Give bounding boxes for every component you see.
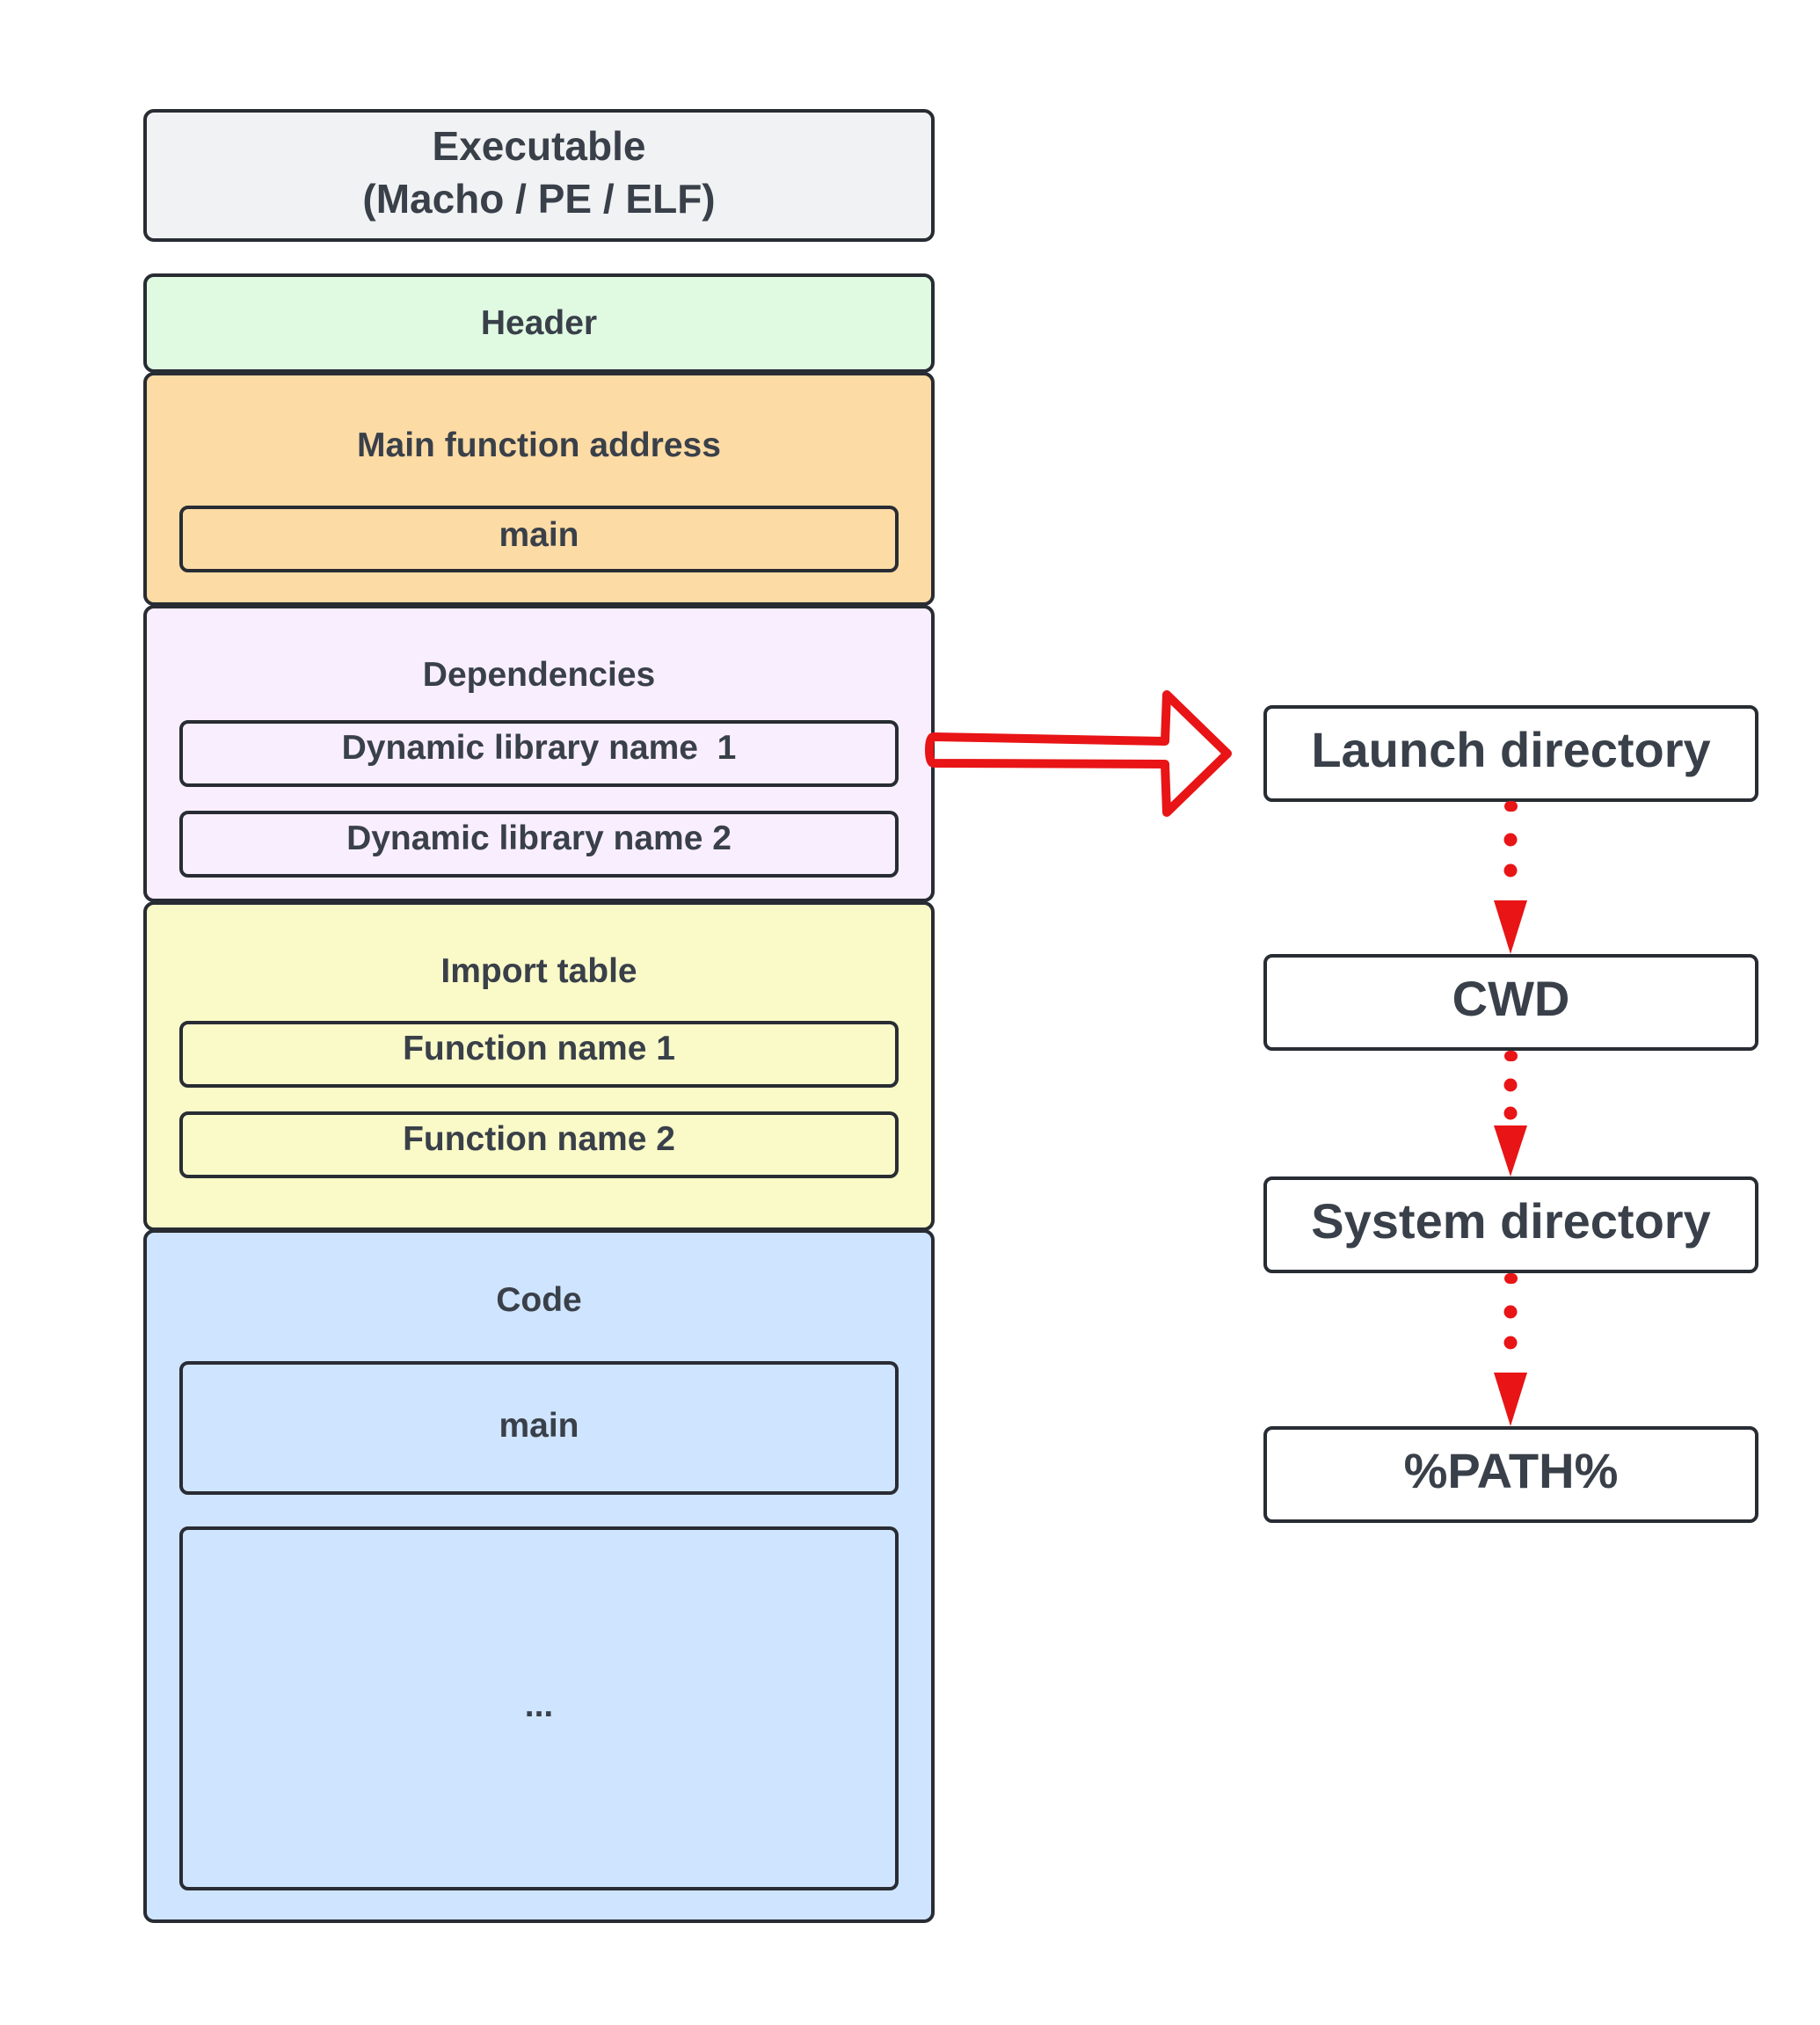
search-step-label: CWD <box>1452 971 1570 1026</box>
imported-function-label: Function name 2 <box>403 1120 675 1158</box>
executable-title: Executable <box>432 123 646 169</box>
search-step-path: %PATH% <box>1263 1426 1758 1523</box>
code-title: Code <box>496 1281 582 1319</box>
code-main-block: main <box>179 1361 899 1495</box>
dynamic-library-label: Dynamic library name 2 <box>346 819 732 857</box>
executable-formats: (Macho / PE / ELF) <box>362 176 716 222</box>
search-step-system-directory: System directory <box>1263 1176 1758 1273</box>
imported-function-entry: Function name 1 <box>179 1021 899 1088</box>
search-step-label: Launch directory <box>1311 722 1711 777</box>
header-section: Header <box>143 273 935 373</box>
executable-title-box: Executable (Macho / PE / ELF) <box>143 109 935 242</box>
dotted-arrow-down-icon <box>1494 1051 1527 1176</box>
main-address-entry: main <box>179 506 899 572</box>
import-table-section: Import table Function name 1 Function na… <box>143 901 935 1231</box>
code-section: Code main ... <box>143 1229 935 1923</box>
main-function-address-title: Main function address <box>357 426 721 464</box>
dynamic-library-label: Dynamic library name 1 <box>341 729 737 767</box>
dependencies-title: Dependencies <box>422 656 656 694</box>
main-address-entry-label: main <box>499 516 579 554</box>
header-section-title: Header <box>480 304 598 342</box>
search-step-launch-directory: Launch directory <box>1263 705 1758 802</box>
search-step-label: System directory <box>1311 1193 1711 1249</box>
imported-function-label: Function name 1 <box>403 1030 675 1067</box>
code-ellipsis-label: ... <box>524 1686 554 1724</box>
code-other-block: ... <box>179 1526 899 1890</box>
search-step-label: %PATH% <box>1403 1443 1619 1498</box>
block-arrow-right-icon <box>925 690 1232 817</box>
imported-function-entry: Function name 2 <box>179 1111 899 1178</box>
dotted-arrow-down-icon <box>1494 801 1527 954</box>
main-function-address-section: Main function address main <box>143 372 935 606</box>
dotted-arrow-down-icon <box>1494 1273 1527 1426</box>
search-step-cwd: CWD <box>1263 954 1758 1051</box>
code-main-label: main <box>499 1407 579 1445</box>
dynamic-library-entry: Dynamic library name 1 <box>179 720 899 787</box>
dependencies-section: Dependencies Dynamic library name 1 Dyna… <box>143 605 935 902</box>
dynamic-library-entry: Dynamic library name 2 <box>179 811 899 878</box>
import-table-title: Import table <box>440 952 637 990</box>
